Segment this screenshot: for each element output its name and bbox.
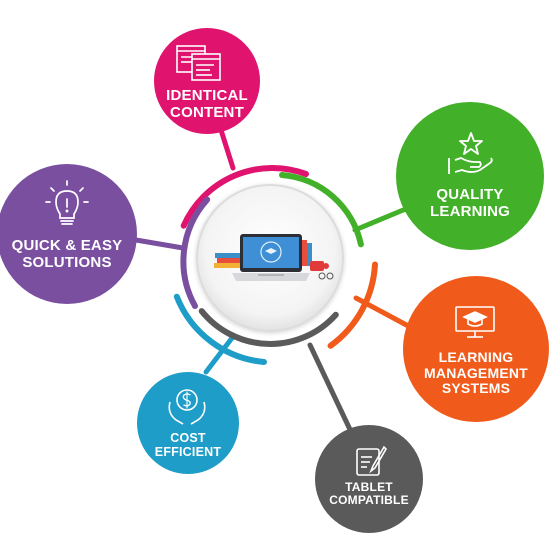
- node-circle: [396, 102, 544, 250]
- hands-dollar-icon: [168, 389, 206, 425]
- node-circle: [315, 425, 423, 533]
- arc-quick-easy: [180, 196, 211, 309]
- lightbulb-icon: [45, 180, 89, 225]
- arc-cost-efficient: [173, 293, 267, 365]
- node-quick-easy-solutions: [0, 164, 137, 304]
- arc-identical-content: [180, 165, 309, 229]
- connector-identical-content: [218, 127, 236, 171]
- node-circle: [137, 372, 239, 474]
- connector-cost-efficient: [203, 335, 235, 375]
- arc-quality-learning: [279, 172, 364, 248]
- connector-quick-easy: [133, 237, 186, 251]
- connector-quality-learning: [352, 205, 411, 233]
- laptop-with-books-icon: [214, 234, 334, 281]
- node-circle: [0, 164, 137, 304]
- hub-arcs: [173, 165, 378, 365]
- tablet-pen-icon: [356, 445, 388, 476]
- node-identical-content: [154, 28, 260, 134]
- hand-star-icon: [448, 132, 493, 174]
- node-quality-learning: [396, 102, 544, 250]
- node-learning-management-systems: [403, 276, 549, 422]
- node-tablet-compatible: [315, 425, 423, 533]
- arc-learning-management: [327, 261, 378, 349]
- connector-tablet-compatible: [307, 342, 357, 441]
- node-cost-efficient: [137, 372, 239, 474]
- documents-icon: [176, 45, 221, 81]
- node-circle: [154, 28, 260, 134]
- arc-tablet-compatible: [198, 308, 339, 347]
- center-hub: [196, 184, 344, 332]
- monitor-graduation-cap-icon: [455, 306, 495, 338]
- node-circle: [403, 276, 549, 422]
